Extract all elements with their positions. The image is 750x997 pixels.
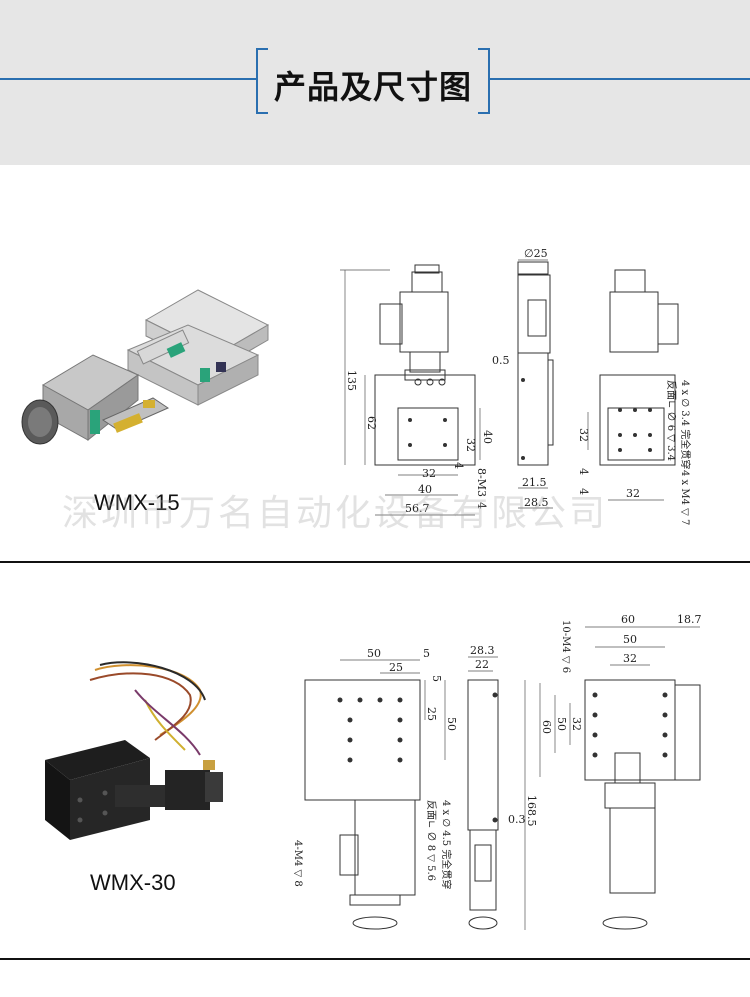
dim-4b: 4	[475, 502, 488, 509]
wmx15-dimension-drawing: 135 62 40 32 4 8-M3 4 32 40 56.7 ∅25 0.5…	[340, 247, 692, 525]
dim-50v: 50	[445, 717, 458, 731]
dim-50r: 50	[623, 633, 637, 646]
note-counterbore-30: 反面∟ ∅ 8 ▽ 5.6	[425, 800, 437, 881]
dim-62: 62	[365, 416, 378, 430]
dim-135: 135	[345, 370, 358, 391]
dim-8m3: 8-M3	[475, 468, 488, 497]
section-divider-1	[0, 561, 750, 563]
dim-22: 22	[475, 658, 489, 671]
dim-4m4: 4-M4 ▽ 8	[292, 840, 303, 887]
note-through-hole-30: 4 x ∅ 4.5 完全贯穿	[440, 800, 453, 889]
dim-25v: 25	[425, 707, 438, 721]
dim-10m4: 10-M4 ▽ 6	[560, 620, 571, 673]
dim-32r-30: 32	[623, 652, 637, 665]
header-band: 产品及尺寸图	[0, 0, 750, 165]
dim-4r2: 4	[577, 488, 590, 495]
dim-283: 28.3	[470, 644, 495, 657]
dim-187: 18.7	[677, 613, 702, 626]
dim-25: 25	[389, 661, 403, 674]
wmx30-product-photo	[45, 661, 223, 840]
wmx30-dimension-drawing: 50 5 25 5 25 50 28.3 22 0.3 60 18.7 50 3…	[292, 613, 702, 930]
note-counterbore: 反面∟ ∅ 6 ▽ 3.4	[665, 380, 677, 461]
model-label-wmx30: WMX-30	[90, 870, 176, 895]
wmx15-product-photo	[21, 289, 270, 445]
dim-05: 0.5	[492, 354, 510, 367]
dim-40h: 40	[418, 483, 432, 496]
dim-4a: 4	[452, 462, 465, 469]
section-divider-2	[0, 958, 750, 960]
dim-50: 50	[367, 647, 381, 660]
dim-215: 21.5	[522, 476, 547, 489]
dim-32r: 32	[577, 428, 590, 442]
dim-1685: 168.5	[525, 795, 538, 827]
note-through-hole: 4 x ∅ 3.4 完全贯穿	[679, 380, 692, 469]
header-rule-left	[0, 78, 256, 80]
note-m4: 4 x M4 ▽ 7	[679, 470, 690, 525]
dim-60v: 60	[540, 720, 553, 734]
dim-4r: 4	[577, 468, 590, 475]
model-label-wmx15: WMX-15	[94, 490, 180, 515]
dim-40v: 40	[481, 430, 494, 444]
dim-d25: ∅25	[524, 247, 548, 260]
dim-32h: 32	[422, 467, 436, 480]
dim-32v-30: 32	[570, 717, 583, 731]
dim-567: 56.7	[405, 502, 430, 515]
watermark: 深圳市万名自动化设备有限公司	[62, 493, 609, 534]
dim-60: 60	[621, 613, 635, 626]
title-frame: 产品及尺寸图	[256, 48, 490, 114]
dim-32v: 32	[464, 438, 477, 452]
header-rule-right	[490, 78, 750, 80]
dim-32rh: 32	[626, 487, 640, 500]
page-title: 产品及尺寸图	[273, 68, 472, 106]
dim-50v2: 50	[555, 717, 568, 731]
dim-03: 0.3	[508, 813, 526, 826]
dim-5b: 5	[430, 675, 443, 682]
dim-285: 28.5	[524, 496, 549, 509]
dim-5a: 5	[423, 647, 430, 660]
